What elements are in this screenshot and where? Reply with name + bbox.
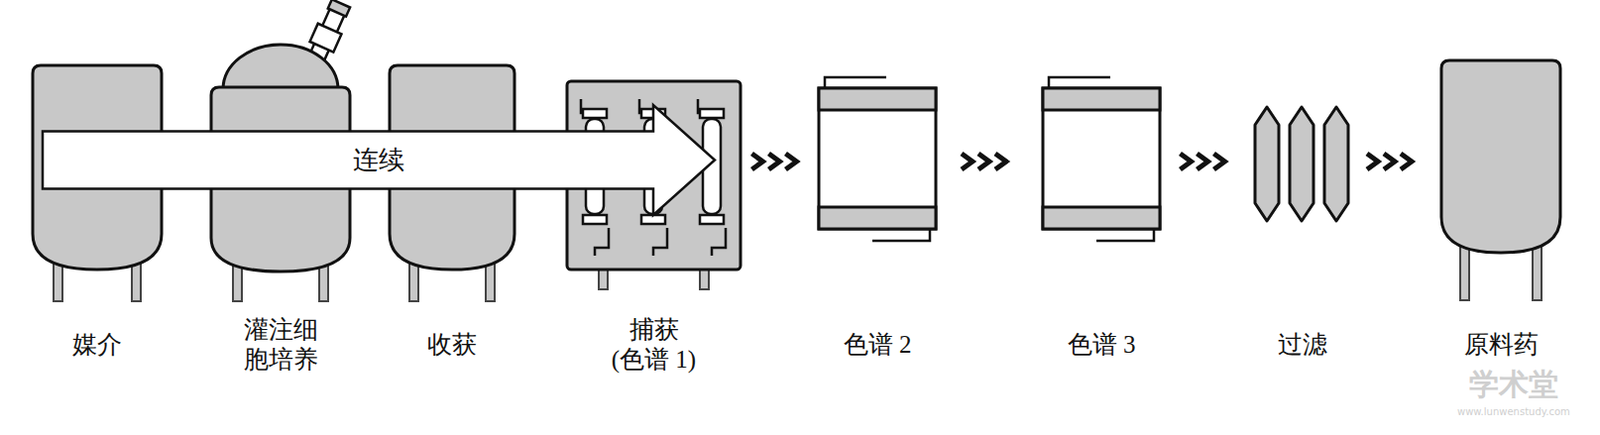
drug-substance-tank-outline xyxy=(1439,58,1563,303)
label-box: 色谱 3 xyxy=(1051,330,1151,360)
chromatography-unit-outline xyxy=(1040,74,1162,245)
flow-label: 连续 xyxy=(352,145,405,176)
equipment-label: 色谱 3 xyxy=(1051,330,1151,360)
equipment-label: 原料药 xyxy=(1451,330,1551,360)
label-box: 捕获 (色谱 1) xyxy=(604,315,704,375)
label-box: 过滤 xyxy=(1254,330,1351,360)
flow-chevrons xyxy=(1367,153,1412,170)
perfusion-bioreactor: 灌注细 胞培养 xyxy=(209,39,352,377)
continuous-arrow: 连续 xyxy=(42,104,715,217)
equipment-label: 捕获 (色谱 1) xyxy=(604,315,704,375)
label-box: 色谱 2 xyxy=(827,330,927,360)
filter-cartridges: 过滤 xyxy=(1254,105,1351,362)
label-box: 灌注细 胞培养 xyxy=(230,315,331,375)
label-box: 收获 xyxy=(402,330,502,360)
media-tank: 媒介 xyxy=(30,63,164,362)
equipment-label: 媒介 xyxy=(47,330,147,360)
watermark-url: www.lunwenstudy.com xyxy=(1457,406,1571,418)
label-box: 连续 xyxy=(42,104,715,217)
flow-chevrons xyxy=(961,153,1007,170)
equipment-label: 收获 xyxy=(402,330,502,360)
chromatography-unit: 色谱 3 xyxy=(1040,74,1162,362)
drug-substance-tank: 原料药 xyxy=(1439,58,1563,362)
flow-chevrons xyxy=(1180,153,1226,170)
label-box: 原料药 xyxy=(1451,330,1551,360)
chromatography-unit: 色谱 2 xyxy=(816,74,938,362)
equipment-label: 色谱 2 xyxy=(827,330,927,360)
equipment-label: 灌注细 胞培养 xyxy=(230,315,331,375)
filter-cartridges-outline xyxy=(1254,105,1351,224)
flow-chevrons xyxy=(752,153,798,170)
label-box: 媒介 xyxy=(47,330,147,360)
equipment-label: 过滤 xyxy=(1254,330,1351,360)
watermark-text: 学术堂 xyxy=(1469,364,1559,406)
chromatography-unit-outline xyxy=(816,74,938,245)
harvest-tank: 收获 xyxy=(387,63,517,362)
